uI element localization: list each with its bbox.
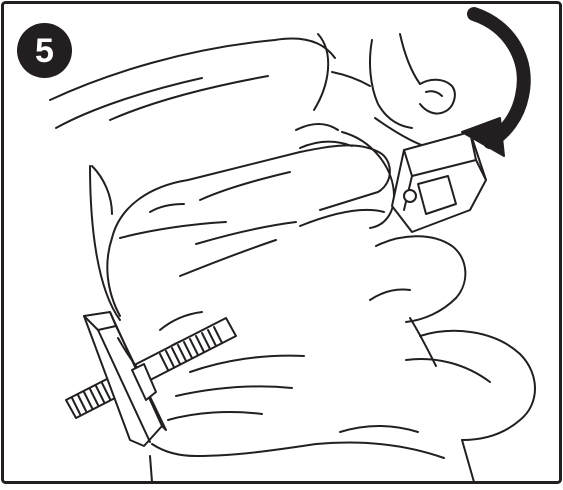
rotate-clockwise-arrow-icon <box>462 14 524 156</box>
bracket-hole <box>404 190 416 202</box>
step-number-badge: 5 <box>17 23 72 78</box>
step-number: 5 <box>35 34 54 68</box>
clamp-bracket <box>392 132 486 232</box>
